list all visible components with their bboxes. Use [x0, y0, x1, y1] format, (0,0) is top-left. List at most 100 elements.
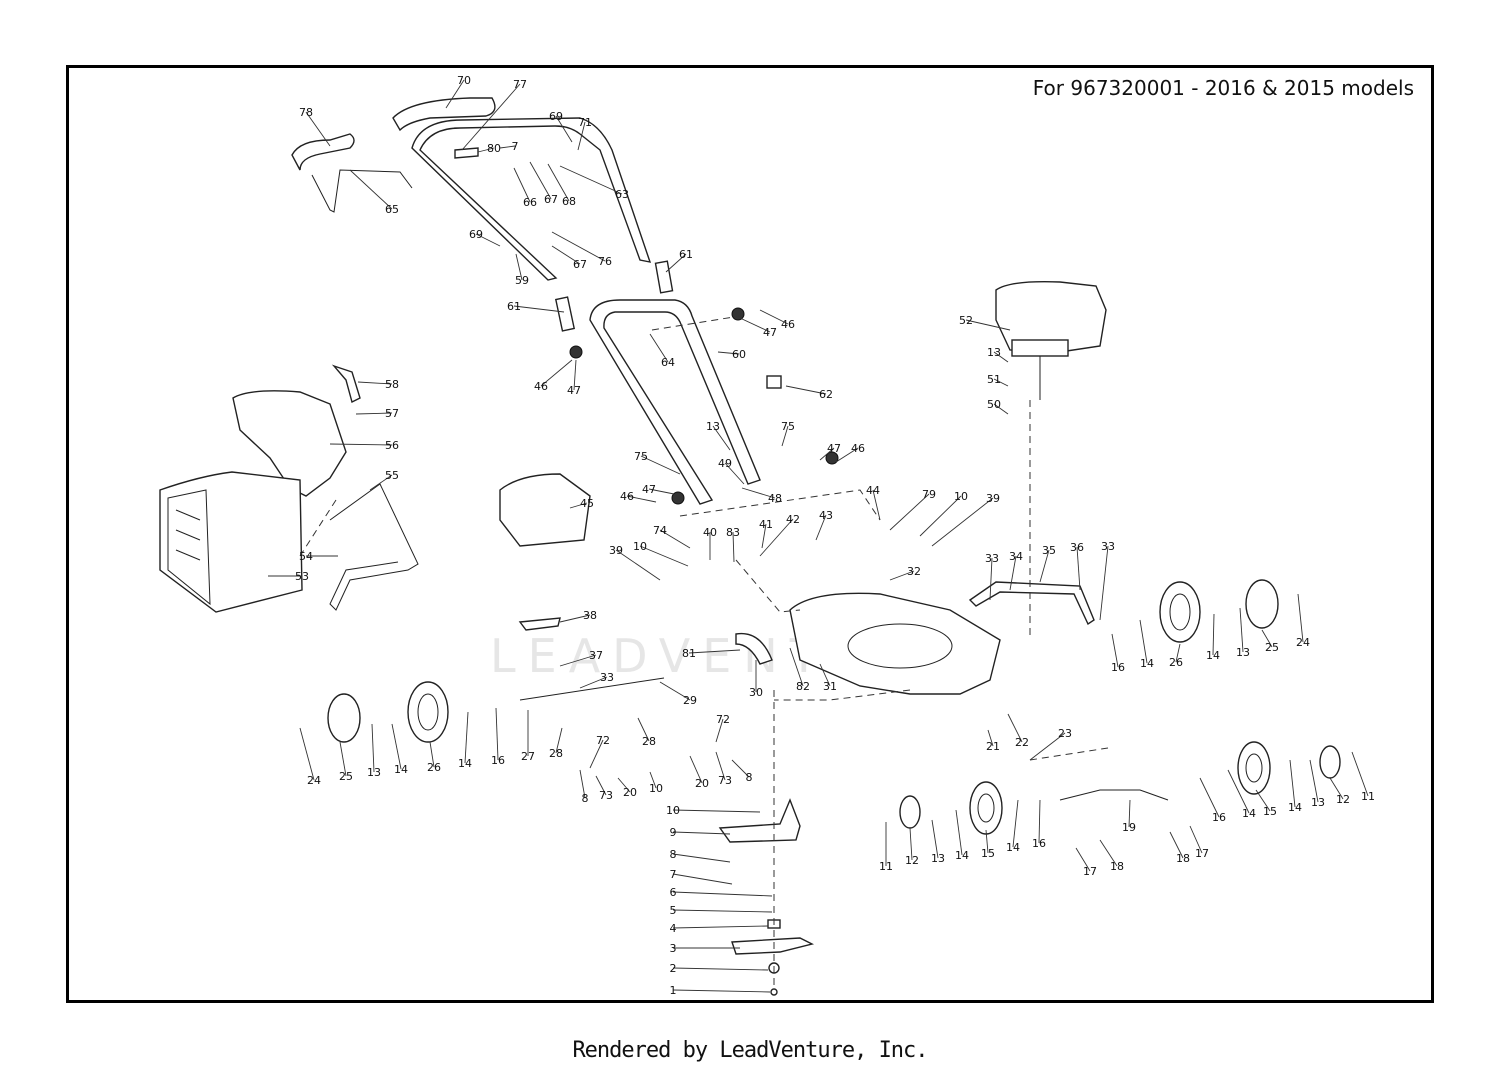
callout-22[interactable]: 22 — [1015, 736, 1029, 749]
callout-71[interactable]: 71 — [578, 116, 592, 129]
callout-10[interactable]: 10 — [633, 540, 647, 553]
callout-80[interactable]: 80 — [487, 142, 501, 155]
callout-11[interactable]: 11 — [1361, 790, 1375, 803]
callout-26[interactable]: 26 — [427, 761, 441, 774]
callout-9[interactable]: 9 — [670, 826, 677, 839]
callout-7[interactable]: 7 — [512, 140, 519, 153]
callout-41[interactable]: 41 — [759, 518, 773, 531]
callout-29[interactable]: 29 — [683, 694, 697, 707]
callout-45[interactable]: 45 — [580, 497, 594, 510]
callout-28[interactable]: 28 — [642, 735, 656, 748]
callout-72[interactable]: 72 — [596, 734, 610, 747]
callout-63[interactable]: 63 — [615, 188, 629, 201]
callout-69[interactable]: 69 — [469, 228, 483, 241]
callout-42[interactable]: 42 — [786, 513, 800, 526]
callout-76[interactable]: 76 — [598, 255, 612, 268]
callout-15[interactable]: 15 — [981, 847, 995, 860]
callout-25[interactable]: 25 — [1265, 641, 1279, 654]
callout-2[interactable]: 2 — [670, 962, 677, 975]
callout-44[interactable]: 44 — [866, 484, 880, 497]
callout-16[interactable]: 16 — [1212, 811, 1226, 824]
callout-18[interactable]: 18 — [1110, 860, 1124, 873]
callout-17[interactable]: 17 — [1195, 847, 1209, 860]
callout-31[interactable]: 31 — [823, 680, 837, 693]
callout-70[interactable]: 70 — [457, 74, 471, 87]
callout-74[interactable]: 74 — [653, 524, 667, 537]
callout-8[interactable]: 8 — [582, 792, 589, 805]
callout-58[interactable]: 58 — [385, 378, 399, 391]
callout-68[interactable]: 68 — [562, 195, 576, 208]
callout-11[interactable]: 11 — [879, 860, 893, 873]
callout-1[interactable]: 1 — [670, 984, 677, 997]
callout-14[interactable]: 14 — [1288, 801, 1302, 814]
callout-78[interactable]: 78 — [299, 106, 313, 119]
callout-10[interactable]: 10 — [666, 804, 680, 817]
callout-20[interactable]: 20 — [623, 786, 637, 799]
callout-49[interactable]: 49 — [718, 457, 732, 470]
callout-46[interactable]: 46 — [534, 380, 548, 393]
callout-56[interactable]: 56 — [385, 439, 399, 452]
callout-13[interactable]: 13 — [931, 852, 945, 865]
callout-69[interactable]: 69 — [549, 110, 563, 123]
callout-13[interactable]: 13 — [1311, 796, 1325, 809]
callout-13[interactable]: 13 — [367, 766, 381, 779]
callout-53[interactable]: 53 — [295, 570, 309, 583]
callout-8[interactable]: 8 — [670, 848, 677, 861]
callout-30[interactable]: 30 — [749, 686, 763, 699]
callout-16[interactable]: 16 — [491, 754, 505, 767]
callout-16[interactable]: 16 — [1111, 661, 1125, 674]
callout-33[interactable]: 33 — [600, 671, 614, 684]
callout-18[interactable]: 18 — [1176, 852, 1190, 865]
callout-62[interactable]: 62 — [819, 388, 833, 401]
callout-47[interactable]: 47 — [827, 442, 841, 455]
callout-50[interactable]: 50 — [987, 398, 1001, 411]
callout-79[interactable]: 79 — [922, 488, 936, 501]
callout-75[interactable]: 75 — [781, 420, 795, 433]
callout-51[interactable]: 51 — [987, 373, 1001, 386]
callout-43[interactable]: 43 — [819, 509, 833, 522]
callout-14[interactable]: 14 — [458, 757, 472, 770]
callout-34[interactable]: 34 — [1009, 550, 1023, 563]
callout-25[interactable]: 25 — [339, 770, 353, 783]
callout-66[interactable]: 66 — [523, 196, 537, 209]
callout-26[interactable]: 26 — [1169, 656, 1183, 669]
callout-19[interactable]: 19 — [1122, 821, 1136, 834]
callout-64[interactable]: 64 — [661, 356, 675, 369]
callout-14[interactable]: 14 — [394, 763, 408, 776]
callout-3[interactable]: 3 — [670, 942, 677, 955]
callout-60[interactable]: 60 — [732, 348, 746, 361]
callout-47[interactable]: 47 — [642, 483, 656, 496]
callout-14[interactable]: 14 — [1206, 649, 1220, 662]
callout-55[interactable]: 55 — [385, 469, 399, 482]
callout-13[interactable]: 13 — [706, 420, 720, 433]
callout-14[interactable]: 14 — [1140, 657, 1154, 670]
callout-6[interactable]: 6 — [670, 886, 677, 899]
callout-16[interactable]: 16 — [1032, 837, 1046, 850]
callout-13[interactable]: 13 — [1236, 646, 1250, 659]
callout-14[interactable]: 14 — [1242, 807, 1256, 820]
callout-12[interactable]: 12 — [1336, 793, 1350, 806]
callout-81[interactable]: 81 — [682, 647, 696, 660]
callout-39[interactable]: 39 — [609, 544, 623, 557]
callout-10[interactable]: 10 — [954, 490, 968, 503]
callout-4[interactable]: 4 — [670, 922, 677, 935]
callout-13[interactable]: 13 — [987, 346, 1001, 359]
callout-73[interactable]: 73 — [599, 789, 613, 802]
callout-7[interactable]: 7 — [670, 868, 677, 881]
callout-61[interactable]: 61 — [679, 248, 693, 261]
callout-23[interactable]: 23 — [1058, 727, 1072, 740]
callout-33[interactable]: 33 — [985, 552, 999, 565]
callout-24[interactable]: 24 — [307, 774, 321, 787]
callout-35[interactable]: 35 — [1042, 544, 1056, 557]
callout-28[interactable]: 28 — [549, 747, 563, 760]
callout-40[interactable]: 40 — [703, 526, 717, 539]
callout-32[interactable]: 32 — [907, 565, 921, 578]
callout-57[interactable]: 57 — [385, 407, 399, 420]
callout-83[interactable]: 83 — [726, 526, 740, 539]
callout-54[interactable]: 54 — [299, 550, 313, 563]
callout-10[interactable]: 10 — [649, 782, 663, 795]
callout-67[interactable]: 67 — [544, 193, 558, 206]
callout-73[interactable]: 73 — [718, 774, 732, 787]
callout-47[interactable]: 47 — [567, 384, 581, 397]
callout-59[interactable]: 59 — [515, 274, 529, 287]
